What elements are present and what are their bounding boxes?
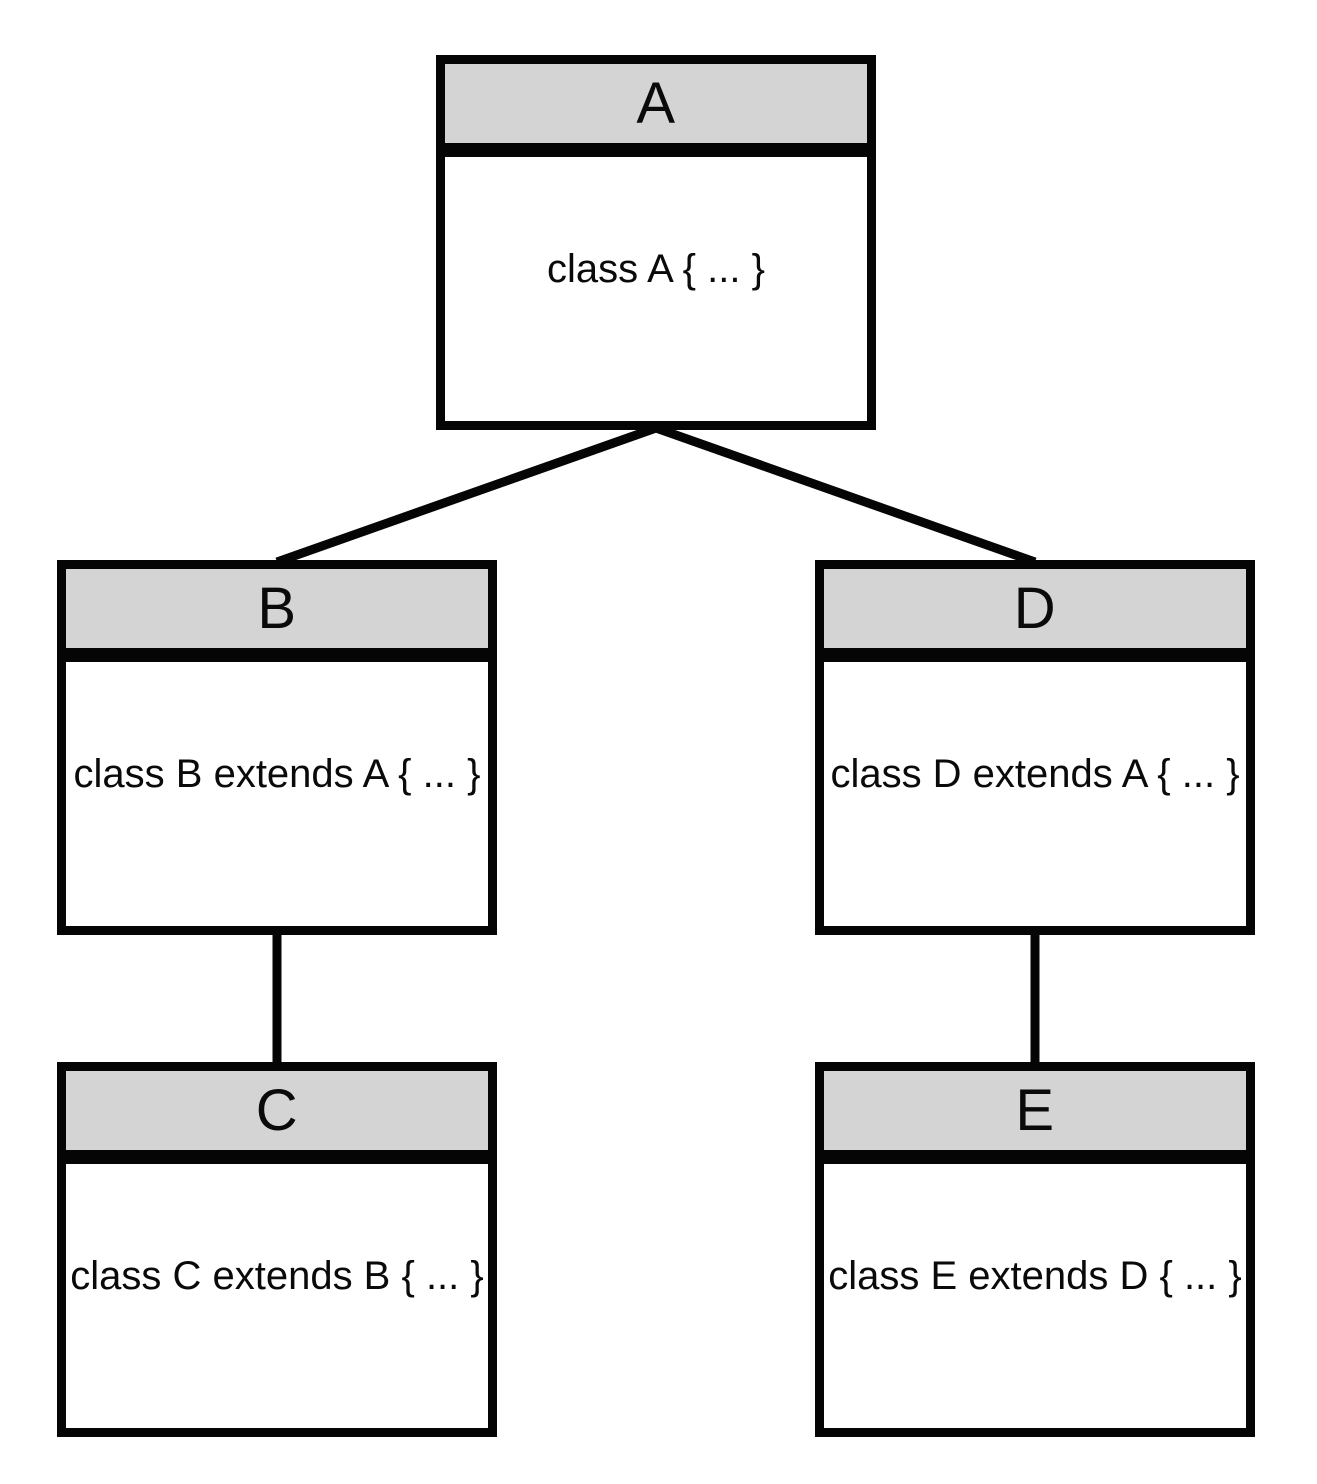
- edge-a-b: [275, 423, 658, 567]
- class-node-e-title: E: [1015, 1077, 1055, 1143]
- class-node-e-body: class E extends D { ... }: [824, 1164, 1246, 1428]
- class-node-c: C class C extends B { ... }: [57, 1062, 497, 1437]
- edge-a-d: [654, 423, 1037, 567]
- class-node-a-body: class A { ... }: [445, 157, 867, 421]
- class-node-c-body: class C extends B { ... }: [66, 1164, 488, 1428]
- class-node-b-title: B: [257, 575, 297, 641]
- class-node-c-title: C: [255, 1077, 299, 1143]
- class-node-a-header: A: [445, 64, 867, 157]
- class-node-b-body: class B extends A { ... }: [66, 662, 488, 926]
- class-node-a-code: class A { ... }: [547, 247, 765, 291]
- class-node-d-code: class D extends A { ... }: [830, 752, 1240, 796]
- class-node-b: B class B extends A { ... }: [57, 560, 497, 935]
- class-node-d: D class D extends A { ... }: [815, 560, 1255, 935]
- class-node-b-header: B: [66, 569, 488, 662]
- class-node-a-title: A: [636, 70, 676, 136]
- class-node-e: E class E extends D { ... }: [815, 1062, 1255, 1437]
- class-node-b-code: class B extends A { ... }: [73, 752, 481, 796]
- class-node-a: A class A { ... }: [436, 55, 876, 430]
- class-node-d-title: D: [1013, 575, 1057, 641]
- class-node-d-header: D: [824, 569, 1246, 662]
- class-node-e-code: class E extends D { ... }: [828, 1254, 1242, 1298]
- class-node-d-body: class D extends A { ... }: [824, 662, 1246, 926]
- class-node-e-header: E: [824, 1071, 1246, 1164]
- class-node-c-code: class C extends B { ... }: [70, 1254, 484, 1298]
- class-node-c-header: C: [66, 1071, 488, 1164]
